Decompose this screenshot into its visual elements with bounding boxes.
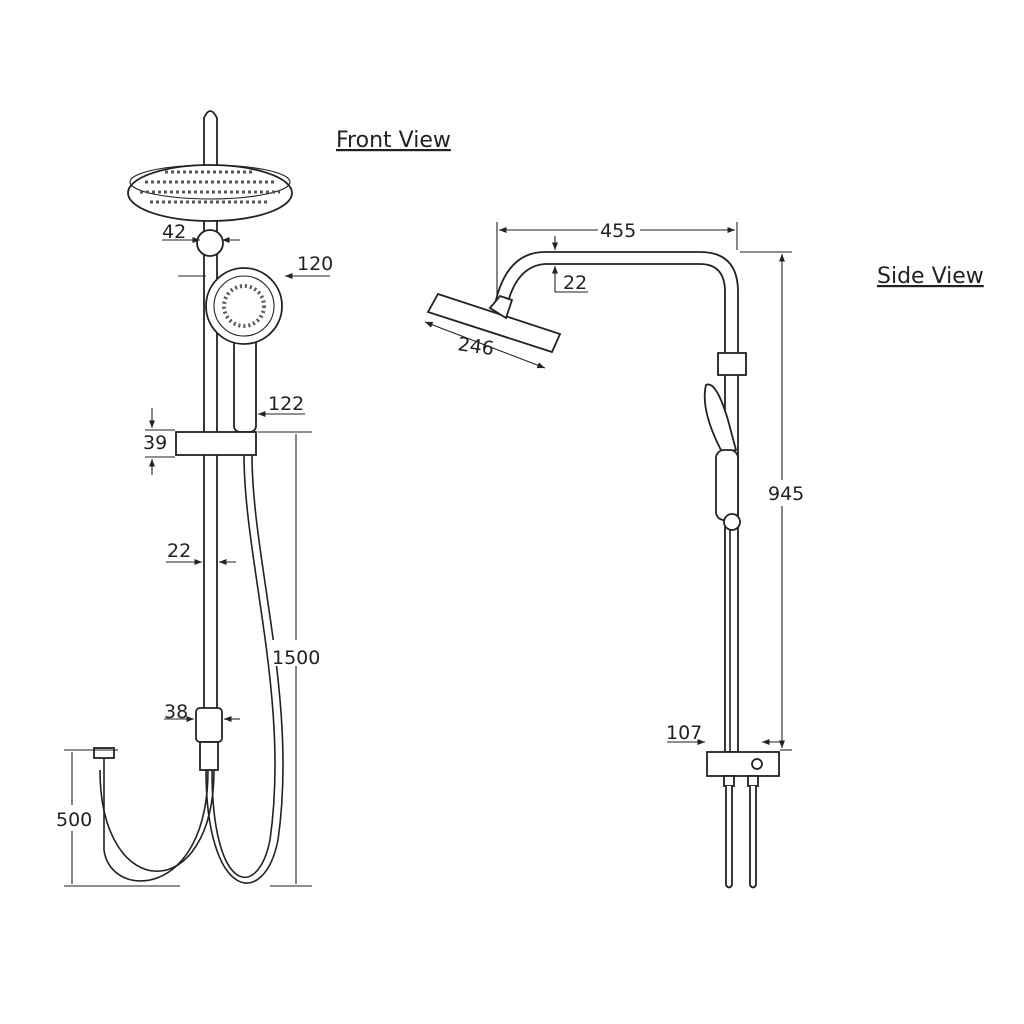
dim-42: 42 — [162, 221, 186, 243]
front-inlet-hose — [103, 755, 209, 882]
front-hand-hose-outer — [205, 454, 284, 884]
dim-120: 120 — [297, 253, 333, 275]
dim-500: 500 — [56, 809, 92, 831]
side-outlet-left — [723, 775, 735, 787]
front-slide-bracket — [175, 431, 257, 456]
side-outlet-right — [747, 775, 759, 787]
front-rain-head — [127, 164, 293, 222]
front-diverter — [195, 707, 223, 743]
side-inlet-pipe-right — [749, 786, 757, 889]
side-inlet-pipe-left — [725, 786, 733, 889]
dim-455: 455 — [600, 220, 636, 242]
dim-246: 246 — [456, 333, 495, 360]
side-hand-shower — [703, 383, 741, 531]
dim-107: 107 — [666, 722, 702, 744]
dim-38: 38 — [164, 701, 188, 723]
side-slide-bracket — [717, 352, 747, 376]
dim-22-side: 22 — [563, 272, 587, 294]
front-outlet — [199, 741, 219, 771]
side-view: Side View 455 22 246 — [424, 218, 984, 889]
side-valve-knob — [751, 758, 763, 770]
front-view: Front View 42 120 — [56, 110, 451, 887]
front-inlet-hose-outer — [99, 769, 215, 873]
dim-122: 122 — [268, 393, 304, 415]
front-wall-connector — [93, 747, 115, 759]
dim-39: 39 — [143, 432, 167, 454]
side-view-title: Side View — [877, 264, 984, 289]
front-hand-hose — [211, 454, 276, 878]
front-view-title: Front View — [336, 128, 451, 153]
dim-945: 945 — [768, 483, 804, 505]
dim-22-front: 22 — [167, 540, 191, 562]
side-valve-body — [706, 751, 780, 777]
front-hand-shower — [205, 267, 283, 433]
dim-1500: 1500 — [272, 647, 320, 669]
front-arm-joint — [196, 229, 224, 257]
